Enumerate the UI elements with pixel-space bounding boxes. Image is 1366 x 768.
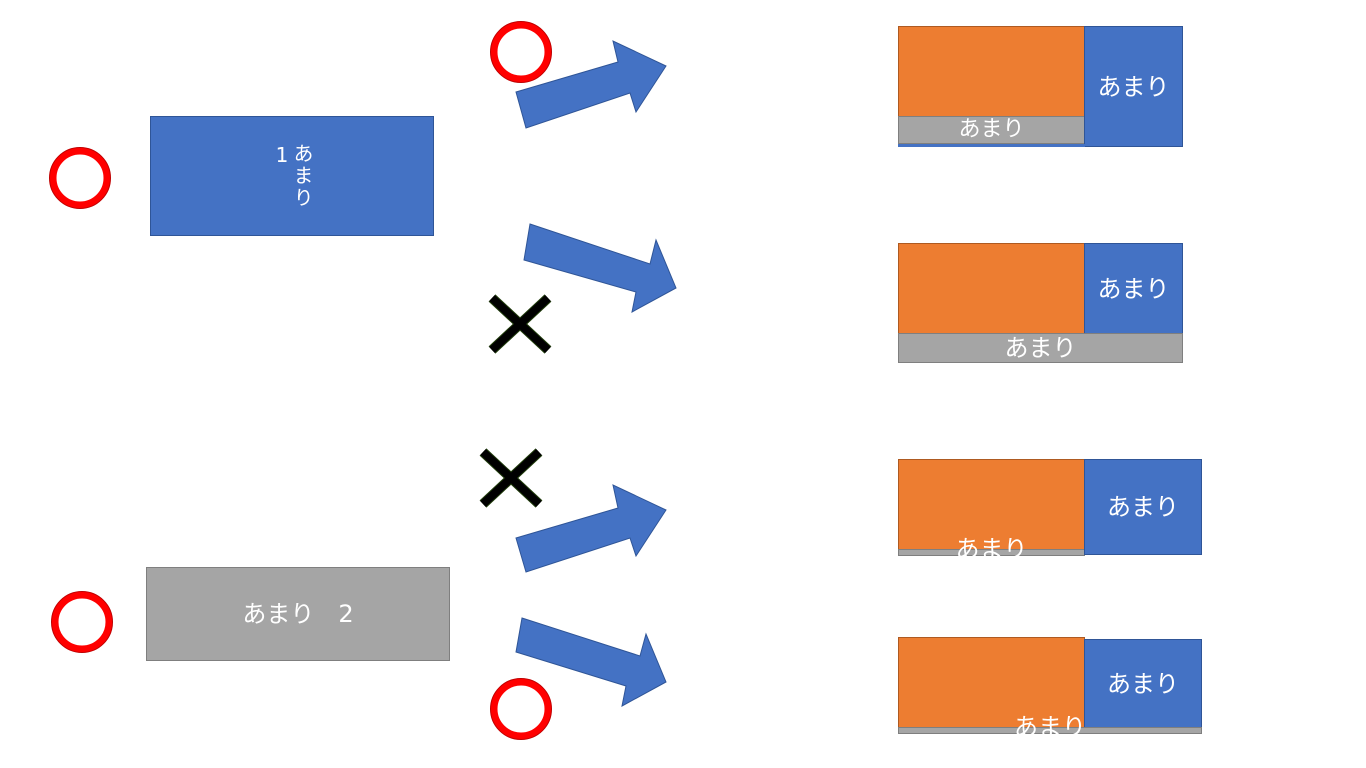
result-3: あまり あまり	[898, 459, 1202, 561]
blue-remainder-block: あまり	[1084, 639, 1202, 729]
blue-remainder-label: あまり	[1107, 493, 1179, 521]
remainder-1-label: あまり 1	[270, 143, 314, 209]
orange-block	[898, 243, 1085, 334]
arrow-down-right-icon	[515, 617, 667, 707]
circle-mark-icon	[490, 21, 552, 83]
remainder-1-number: 1	[270, 143, 294, 169]
remainder-2-block: あまり 2	[146, 567, 450, 661]
remainder-2-label: あまり 2	[242, 600, 354, 628]
blue-remainder-block: あまり	[1084, 26, 1183, 147]
gray-remainder-label: あまり	[955, 535, 1028, 563]
circle-mark-icon	[490, 678, 552, 740]
bottom-edge	[898, 144, 1085, 147]
circle-mark-icon	[51, 591, 113, 653]
cross-mark-icon	[479, 448, 543, 508]
orange-block	[898, 459, 1085, 551]
gray-remainder-strip	[898, 727, 1202, 734]
gray-remainder-label: あまり	[958, 117, 1025, 142]
blue-remainder-block: あまり	[1084, 459, 1202, 555]
blue-remainder-label: あまり	[1097, 274, 1170, 303]
gray-remainder-strip: あまり	[898, 116, 1085, 144]
orange-block	[898, 26, 1085, 118]
gray-remainder-label: あまり	[1004, 334, 1077, 362]
blue-remainder-label: あまり	[1097, 72, 1170, 101]
result-4: あまり あまり	[898, 637, 1202, 739]
circle-mark-icon	[49, 147, 111, 209]
gray-remainder-label: あまり	[1014, 713, 1086, 741]
orange-block	[898, 637, 1085, 729]
result-1: あまり あまり	[898, 26, 1183, 147]
gray-remainder-strip: あまり	[898, 333, 1183, 363]
cross-mark-icon	[488, 294, 552, 354]
blue-remainder-label: あまり	[1107, 670, 1179, 698]
remainder-1-block: あまり 1	[150, 116, 434, 236]
blue-remainder-block: あまり	[1084, 243, 1183, 334]
remainder-1-text: あまり	[290, 143, 314, 209]
arrow-up-right-icon	[515, 484, 667, 573]
result-2: あまり あまり	[898, 243, 1183, 363]
arrow-down-right-icon	[523, 223, 677, 313]
arrow-up-right-icon	[515, 40, 667, 129]
